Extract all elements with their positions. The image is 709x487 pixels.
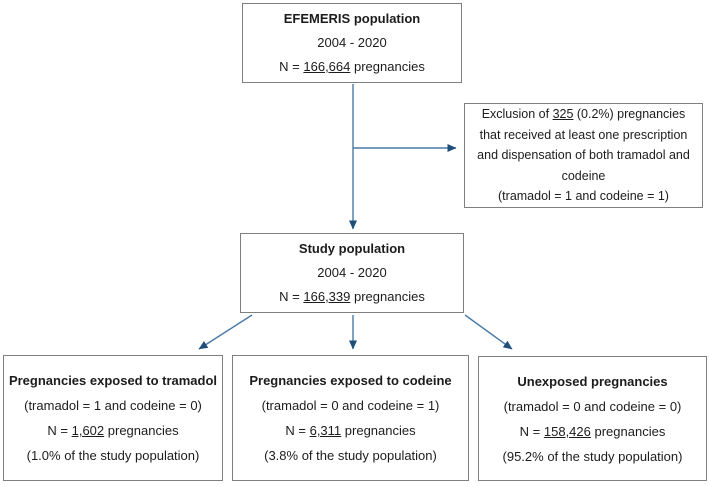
codeine-box-condition: (tramadol = 0 and codeine = 1) — [261, 398, 440, 413]
codeine-box-percentage: (3.8% of the study population) — [264, 448, 437, 463]
exclusion-box: Exclusion of 325 (0.2%) pregnancies that… — [464, 103, 703, 208]
study-box-period: 2004 - 2020 — [317, 265, 387, 280]
tramadol-exposed-box: Pregnancies exposed to tramadol (tramado… — [3, 355, 223, 481]
tramadol-box-count-value: 1,602 — [71, 423, 105, 438]
exclusion-line-2: that received at least one prescription — [479, 127, 688, 142]
unexposed-box-count-value: 158,426 — [543, 423, 591, 439]
codeine-box-title: Pregnancies exposed to codeine — [249, 373, 452, 388]
tramadol-box-title: Pregnancies exposed to tramadol — [8, 373, 218, 388]
study-box-count: N = 166,339 pregnancies — [279, 289, 425, 304]
codeine-exposed-box: Pregnancies exposed to codeine (tramadol… — [232, 355, 469, 481]
tramadol-box-percentage: (1.0% of the study population) — [26, 448, 200, 463]
unexposed-box: Unexposed pregnancies (tramadol = 0 and … — [478, 356, 707, 481]
codeine-box-count: N = 6,311 pregnancies — [285, 423, 416, 438]
study-box-title: Study population — [298, 241, 406, 256]
efemeris-box-title: EFEMERIS population — [283, 11, 421, 26]
study-box-count-value: 166,339 — [303, 289, 351, 304]
unexposed-box-title: Unexposed pregnancies — [517, 373, 668, 389]
study-population-box: Study population 2004 - 2020 N = 166,339… — [240, 233, 464, 313]
efemeris-box-period: 2004 - 2020 — [317, 35, 387, 50]
efemeris-population-box: EFEMERIS population 2004 - 2020 N = 166,… — [242, 3, 462, 83]
exclusion-line-3: and dispensation of both tramadol and — [477, 148, 690, 163]
unexposed-box-count: N = 158,426 pregnancies — [519, 423, 666, 439]
exclusion-line-5: (tramadol = 1 and codeine = 1) — [498, 189, 669, 204]
exclusion-line-4: codeine — [561, 168, 606, 183]
efemeris-box-count: N = 166,664 pregnancies — [279, 59, 425, 74]
arrow-study-to-tramadol — [198, 314, 253, 350]
unexposed-box-percentage: (95.2% of the study population) — [502, 448, 683, 464]
exclusion-line-1: Exclusion of 325 (0.2%) pregnancies — [481, 107, 686, 122]
exclusion-count-value: 325 — [552, 107, 574, 122]
efemeris-box-count-value: 166,664 — [303, 59, 351, 74]
unexposed-box-condition: (tramadol = 0 and codeine = 0) — [503, 398, 682, 414]
arrow-study-to-unexposed — [464, 314, 513, 350]
codeine-box-count-value: 6,311 — [309, 423, 342, 438]
tramadol-box-condition: (tramadol = 1 and codeine = 0) — [24, 398, 202, 413]
tramadol-box-count: N = 1,602 pregnancies — [47, 423, 179, 438]
